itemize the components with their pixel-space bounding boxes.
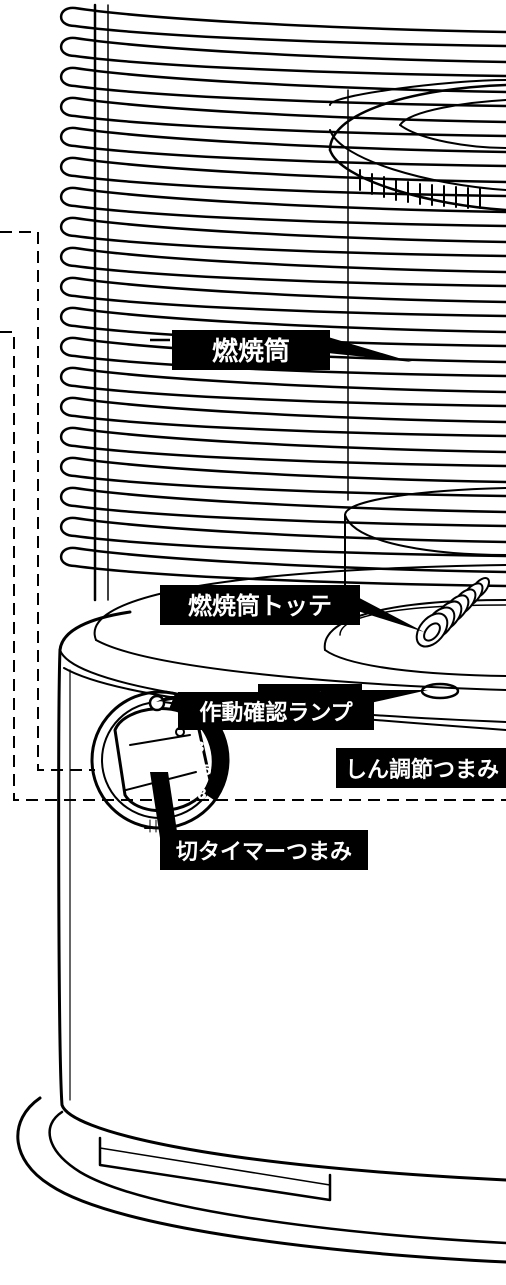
dashed-leaders [0, 231, 506, 801]
label-timer-knob: 切タイマーつまみ [176, 840, 352, 865]
label-burner-tube-handle: 燃焼筒トッテ [188, 592, 332, 620]
label-wick-knob: しん調節つまみ [345, 757, 499, 783]
dial-number-3: 3 [195, 740, 205, 756]
label-indicator-lamp: 作動確認ランプ [199, 700, 353, 726]
callout-burner-tube-handle: 燃焼筒トッテ [160, 585, 424, 632]
indicator-lamp [148, 694, 166, 712]
callout-burner-tube: 燃焼筒 [150, 330, 412, 370]
burner-handle-coil [415, 577, 490, 648]
callout-indicator-lamp: 作動確認ランプ [156, 692, 374, 730]
dial-number-5: 5 [202, 763, 212, 779]
label-burner-tube: 燃焼筒 [212, 336, 290, 367]
callout-wick-knob: しん調節つまみ [336, 748, 506, 788]
dial-number-8: 8 [197, 787, 207, 803]
wire-guard [59, 6, 506, 588]
callout-timer-knob: 切タイマーつまみ [150, 772, 368, 870]
